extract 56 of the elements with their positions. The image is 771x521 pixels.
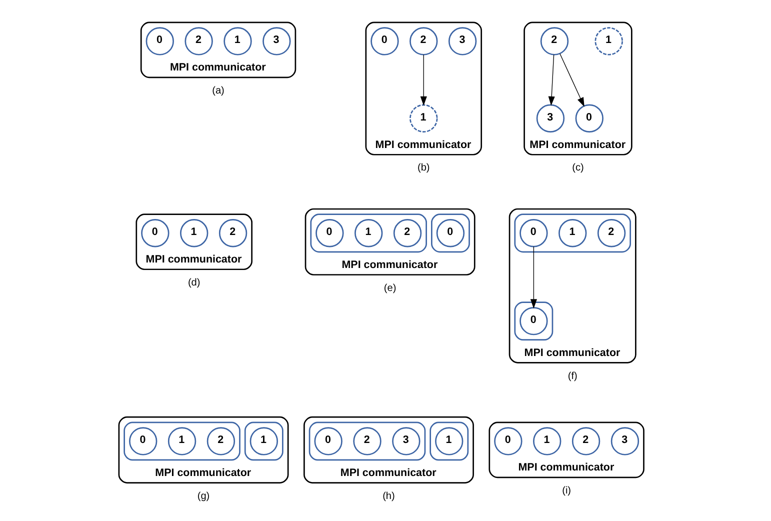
node-circle: 3 xyxy=(448,26,477,55)
node-circle: 0 xyxy=(141,218,170,247)
arrow xyxy=(560,52,584,106)
node-label: (g) xyxy=(197,490,210,502)
node-circle: 0 xyxy=(494,426,522,455)
node-circle: 1 xyxy=(558,218,587,247)
cluster xyxy=(308,421,426,460)
node-circle: 0 xyxy=(129,426,158,455)
node-circle: 0 xyxy=(316,218,344,247)
node-label: (f) xyxy=(568,370,578,382)
node-circle: 0 xyxy=(520,306,548,335)
node-circle: 1 xyxy=(533,426,562,455)
node-circle: 0 xyxy=(436,218,465,247)
node-circle: 1 xyxy=(224,26,252,55)
node-circle: 2 xyxy=(353,426,382,455)
node-circle: 1 xyxy=(168,426,196,455)
cluster xyxy=(310,213,427,252)
node-circle: 2 xyxy=(410,26,438,55)
node-circle: 0 xyxy=(314,426,342,455)
arrow xyxy=(548,54,555,106)
node-label: (d) xyxy=(188,276,200,288)
cluster xyxy=(514,301,554,340)
node-circle: 1 xyxy=(435,426,464,455)
node-circle: 0 xyxy=(370,26,399,55)
node-label: (c) xyxy=(572,162,584,174)
node-label: (b) xyxy=(417,162,430,174)
node-circle: 0 xyxy=(146,26,174,55)
node-label: (h) xyxy=(382,490,395,502)
cluster xyxy=(244,421,284,460)
arrow xyxy=(530,246,537,308)
node-circle: 2 xyxy=(572,426,600,455)
node-circle: 2 xyxy=(206,426,236,455)
node-circle: 3 xyxy=(610,426,640,455)
cluster xyxy=(430,421,469,460)
arrow xyxy=(420,54,427,106)
node-circle: 3 xyxy=(536,104,565,132)
node-label: (e) xyxy=(384,282,396,294)
node-circle: 2 xyxy=(540,26,569,55)
node-circle: 1 xyxy=(354,218,383,247)
cluster xyxy=(124,421,240,460)
node-circle: 2 xyxy=(218,218,248,247)
node-circle: 1 xyxy=(594,26,623,55)
node-circle: 1 xyxy=(250,426,278,455)
cluster xyxy=(514,213,631,252)
node-label: (a) xyxy=(212,85,224,96)
node-circle: 0 xyxy=(575,104,604,132)
node-label: (i) xyxy=(562,485,572,496)
node-circle: 2 xyxy=(184,26,213,55)
cluster xyxy=(431,213,470,252)
node-circle: 1 xyxy=(180,218,208,247)
node-circle: 2 xyxy=(393,218,422,247)
node-circle: 3 xyxy=(392,426,420,455)
node-circle: 1 xyxy=(410,104,438,132)
node-circle: 2 xyxy=(597,218,626,247)
node-circle: 3 xyxy=(262,26,291,55)
node-circle: 0 xyxy=(520,218,548,247)
